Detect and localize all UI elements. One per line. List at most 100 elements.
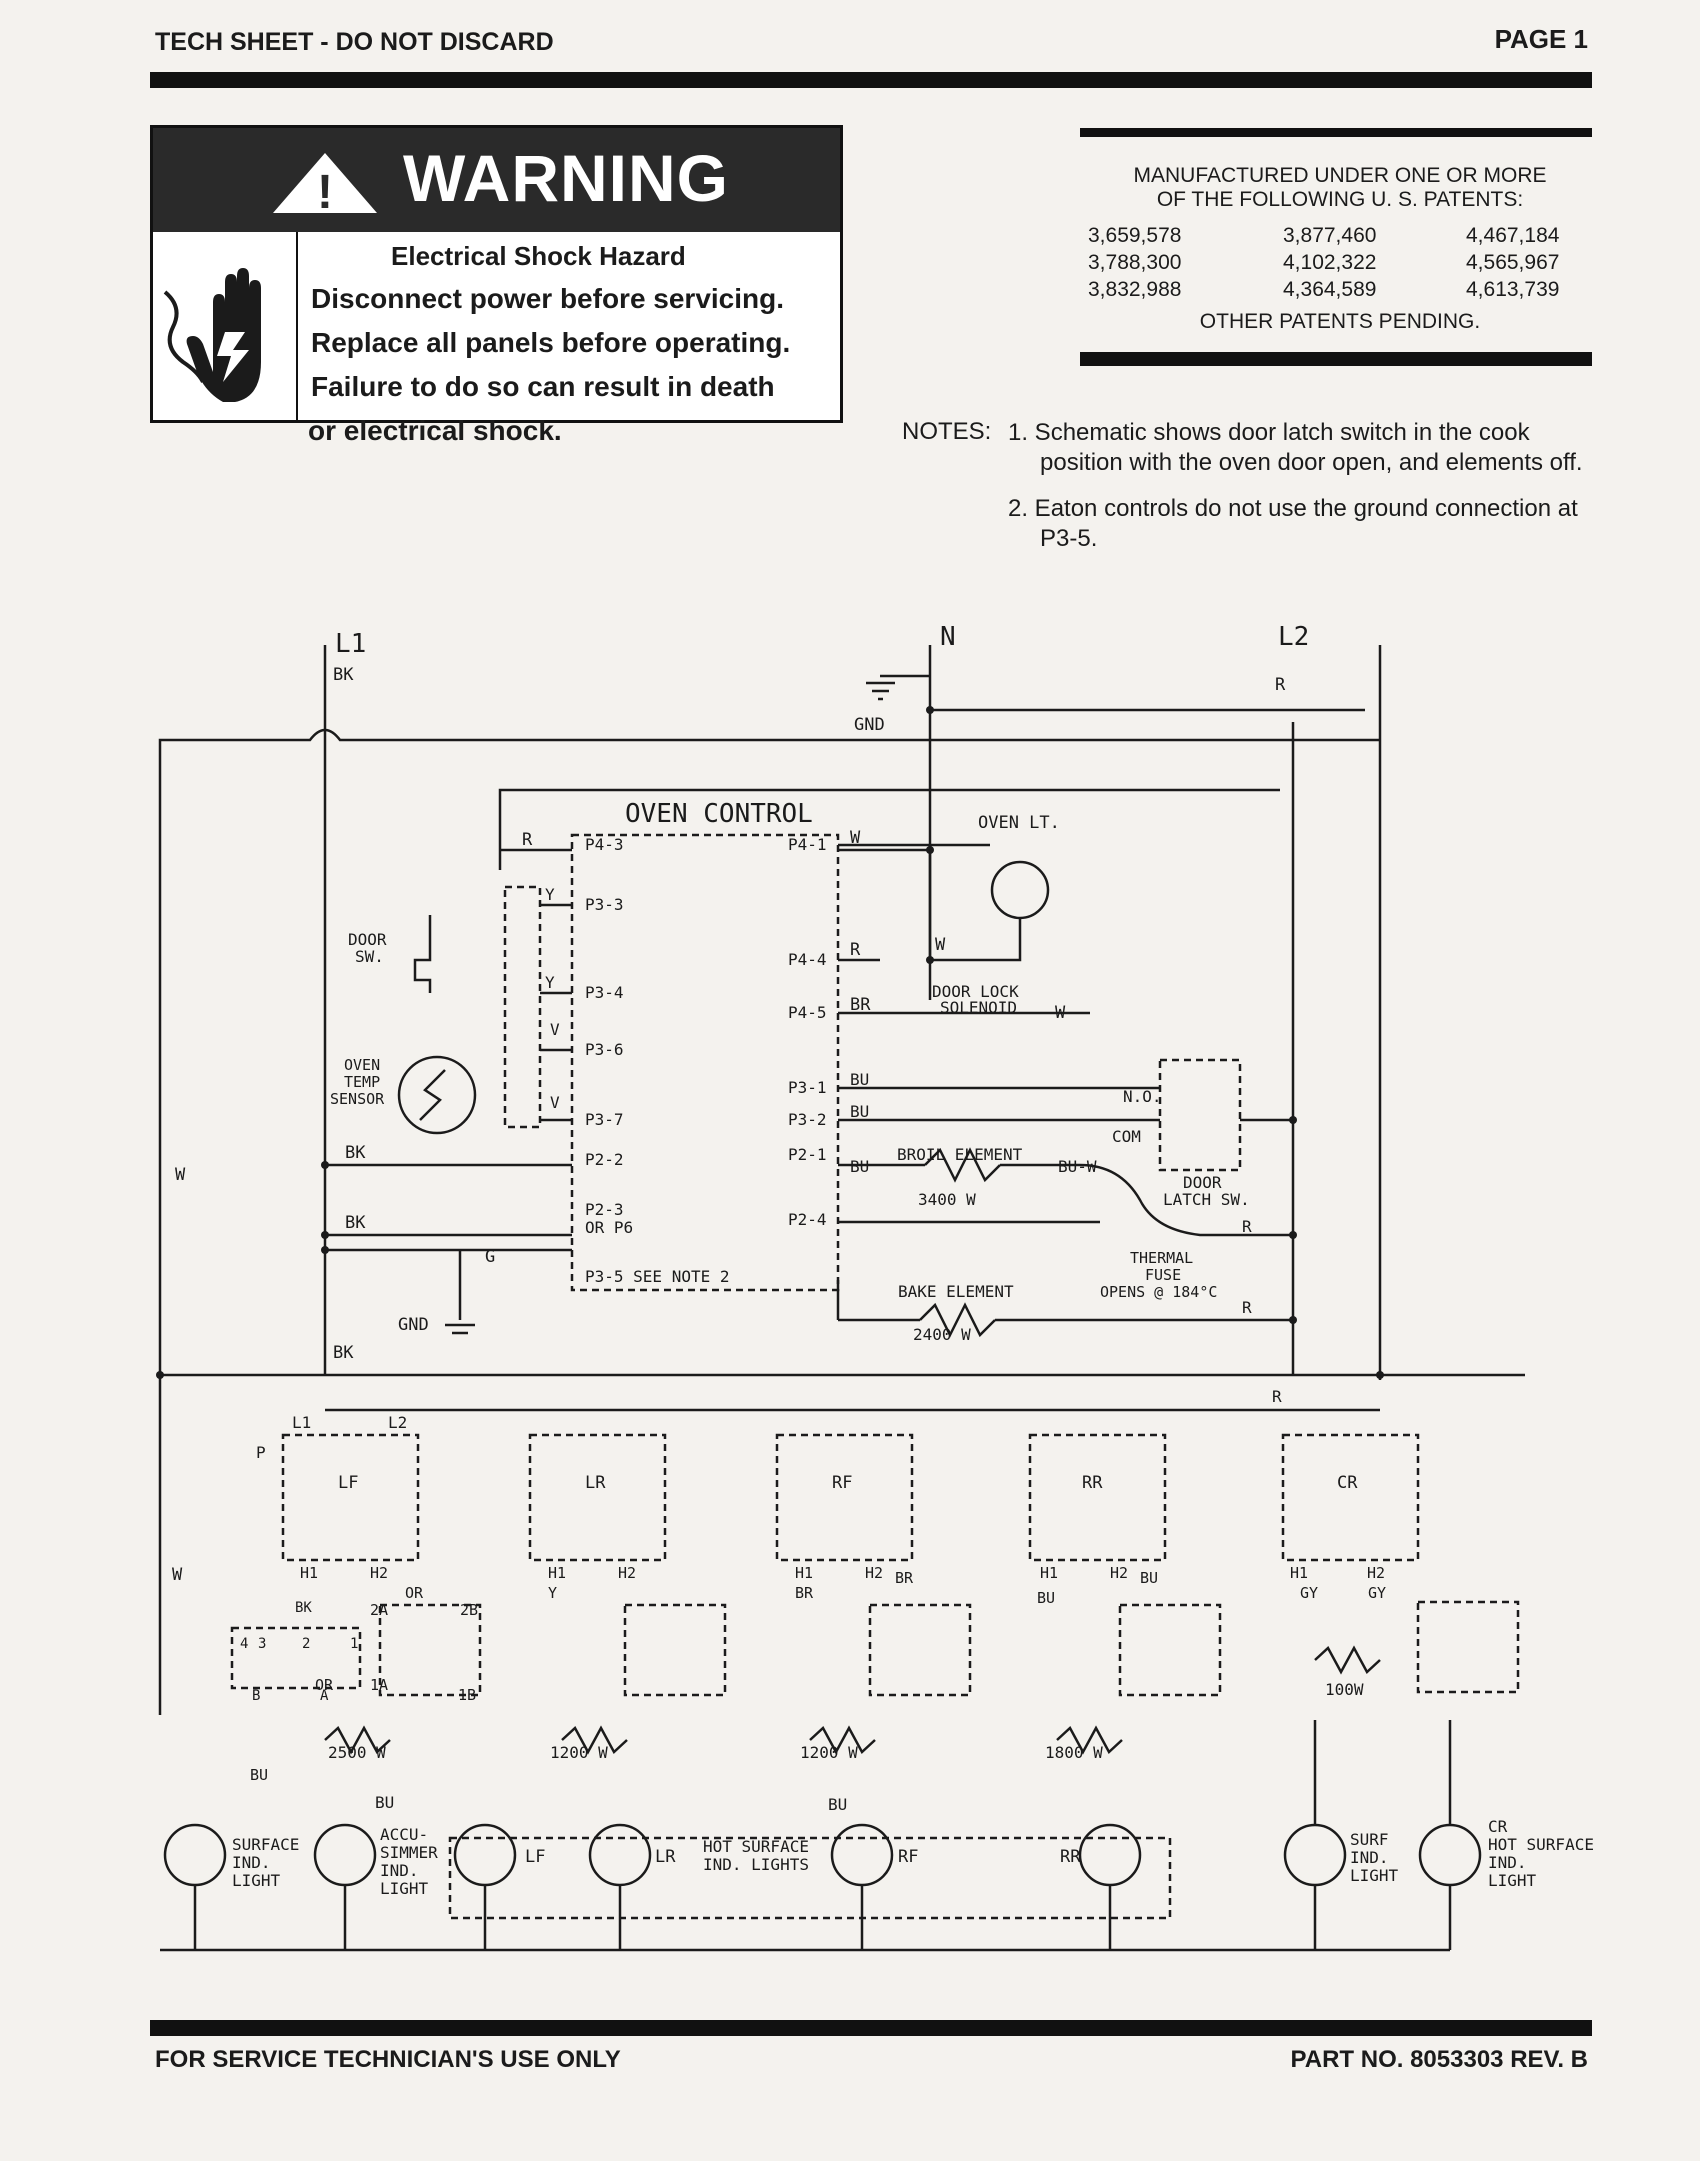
warning-hazard: Electrical Shock Hazard [391,241,686,271]
label-bu-lf: BU [250,1766,268,1784]
label-r-fuse-2: R [1242,1298,1252,1317]
notes-label: NOTES: [902,418,992,445]
label-br-rf: BR [795,1584,814,1602]
label-surface-3: LIGHT [232,1871,281,1890]
label-v-2: V [550,1093,560,1112]
patent-item: 3,877,460 [1283,224,1377,247]
patent-col-2: 3,877,460 4,102,322 4,364,589 [1283,222,1376,303]
label-bu-p31: BU [850,1070,869,1089]
label-n: N [940,622,956,652]
label-h1-lr: H1 [548,1564,566,1582]
label-bu-rf: BU [828,1795,847,1814]
warning-triangle-icon: ! [273,153,377,216]
warning-title: WARNING [403,141,729,215]
label-h2-cr: H2 [1367,1564,1385,1582]
label-p3-5: P3-5 SEE NOTE 2 [585,1267,730,1286]
warning-line-1: Disconnect power before servicing. [311,283,785,314]
label-cr-3: IND. [1488,1853,1527,1872]
warning-body: Electrical Shock Hazard Disconnect power… [153,232,840,420]
svg-text:!: ! [317,166,333,216]
patent-heading-1: MANUFACTURED UNDER ONE OR MORE [1133,164,1547,187]
label-hot-surface: HOT SURFACE [703,1837,809,1856]
label-t2: 2 [302,1636,310,1652]
label-r-p44: R [850,940,861,960]
label-r-fuse-1: R [1242,1217,1252,1236]
label-v-1: V [550,1020,560,1039]
patent-rule-top [1080,128,1592,137]
warning-header: ! WARNING [153,128,840,232]
label-surf-3: LIGHT [1350,1866,1399,1885]
label-bk-broil: BK [345,1143,366,1163]
label-rr-light: RR [1060,1847,1081,1867]
label-p2-4: P2-4 [788,1210,827,1229]
label-no: N.O. [1123,1087,1162,1106]
label-br-rf-2: BR [895,1569,914,1587]
label-p3-4: P3-4 [585,983,624,1002]
label-accu-4: LIGHT [380,1879,429,1898]
label-tb: B [252,1688,260,1704]
label-oven-sensor-2: TEMP [344,1073,380,1091]
top-rule [150,72,1592,88]
label-lr-light: LR [655,1847,676,1867]
label-p2-3: P2-3 [585,1200,624,1219]
label-gy-2: GY [1368,1584,1386,1602]
label-p3-6: P3-6 [585,1040,624,1059]
label-p3-2: P3-2 [788,1110,827,1129]
label-lf-light: LF [525,1847,545,1867]
label-rr-switch: RR [1082,1473,1103,1493]
label-2a-lf: 2A [370,1601,388,1619]
label-oven-sensor-1: OVEN [344,1056,380,1074]
patent-item: 4,565,967 [1466,251,1560,274]
header-title: TECH SHEET - DO NOT DISCARD [155,28,554,56]
label-1800w: 1800 W [1045,1743,1103,1762]
label-h1-rr: H1 [1040,1564,1058,1582]
label-or-p6: OR P6 [585,1218,633,1237]
label-sw: SW. [355,947,384,966]
label-or-lf-2: OR [315,1676,334,1694]
schematic-labels: L1 BK N L2 R GND OVEN CONTROL OVEN LT. R… [172,622,1594,1898]
label-cr-switch: CR [1337,1473,1358,1493]
patent-item: 4,364,589 [1283,278,1377,301]
label-solenoid: SOLENOID [940,998,1017,1017]
label-100w: 100W [1325,1680,1364,1699]
label-bk-bus: BK [333,1343,354,1363]
label-p3-1: P3-1 [788,1078,827,1097]
label-t1: 1 [350,1636,358,1652]
label-lf-switch: LF [338,1473,358,1493]
label-w-light: W [935,935,946,955]
label-2b-lf: 2B [460,1601,478,1619]
note-1-line-1: 1. Schematic shows door latch switch in … [1008,419,1530,446]
label-bk: BK [333,665,354,685]
label-y-2: Y [545,973,555,992]
label-broil: BROIL ELEMENT [897,1145,1023,1164]
warning-box: ! WARNING Electrical Shock Hazard Discon… [150,125,843,423]
patents-pending: OTHER PATENTS PENDING. [1199,310,1481,333]
patent-item: 3,788,300 [1088,251,1182,274]
patent-item: 3,832,988 [1088,278,1182,301]
patent-rule-bottom [1080,352,1592,366]
note-1-line-2: position with the oven door open, and el… [1040,449,1583,476]
label-lr-switch: LR [585,1473,606,1493]
label-surf-1: SURF [1350,1830,1389,1849]
label-h2-lf: H2 [370,1564,388,1582]
footer-left: FOR SERVICE TECHNICIAN'S USE ONLY [155,2046,621,2073]
label-p3-7: P3-7 [585,1110,624,1129]
label-ta: A [320,1688,329,1704]
label-p4-5: P4-5 [788,1003,827,1022]
label-door-latch-1: DOOR [1183,1173,1222,1192]
label-accu-3: IND. [380,1861,419,1880]
label-gnd-ctl: GND [398,1315,429,1335]
patent-item: 4,102,322 [1283,251,1377,274]
patent-heading: MANUFACTURED UNDER ONE OR MORE OF THE FO… [1080,164,1600,212]
label-h1-lf: H1 [300,1564,318,1582]
label-bu-p32: BU [850,1102,869,1121]
label-oven-control: OVEN CONTROL [625,799,813,829]
note-2-line-2: P3-5. [1040,525,1098,552]
note-2: 2. Eaton controls do not use the ground … [1008,494,1608,554]
label-w-p41: W [850,828,861,848]
label-cr-2: HOT SURFACE [1488,1835,1594,1854]
label-l2-lf: L2 [388,1413,407,1432]
patent-item: 4,613,739 [1466,278,1560,301]
label-l1: L1 [335,629,366,659]
